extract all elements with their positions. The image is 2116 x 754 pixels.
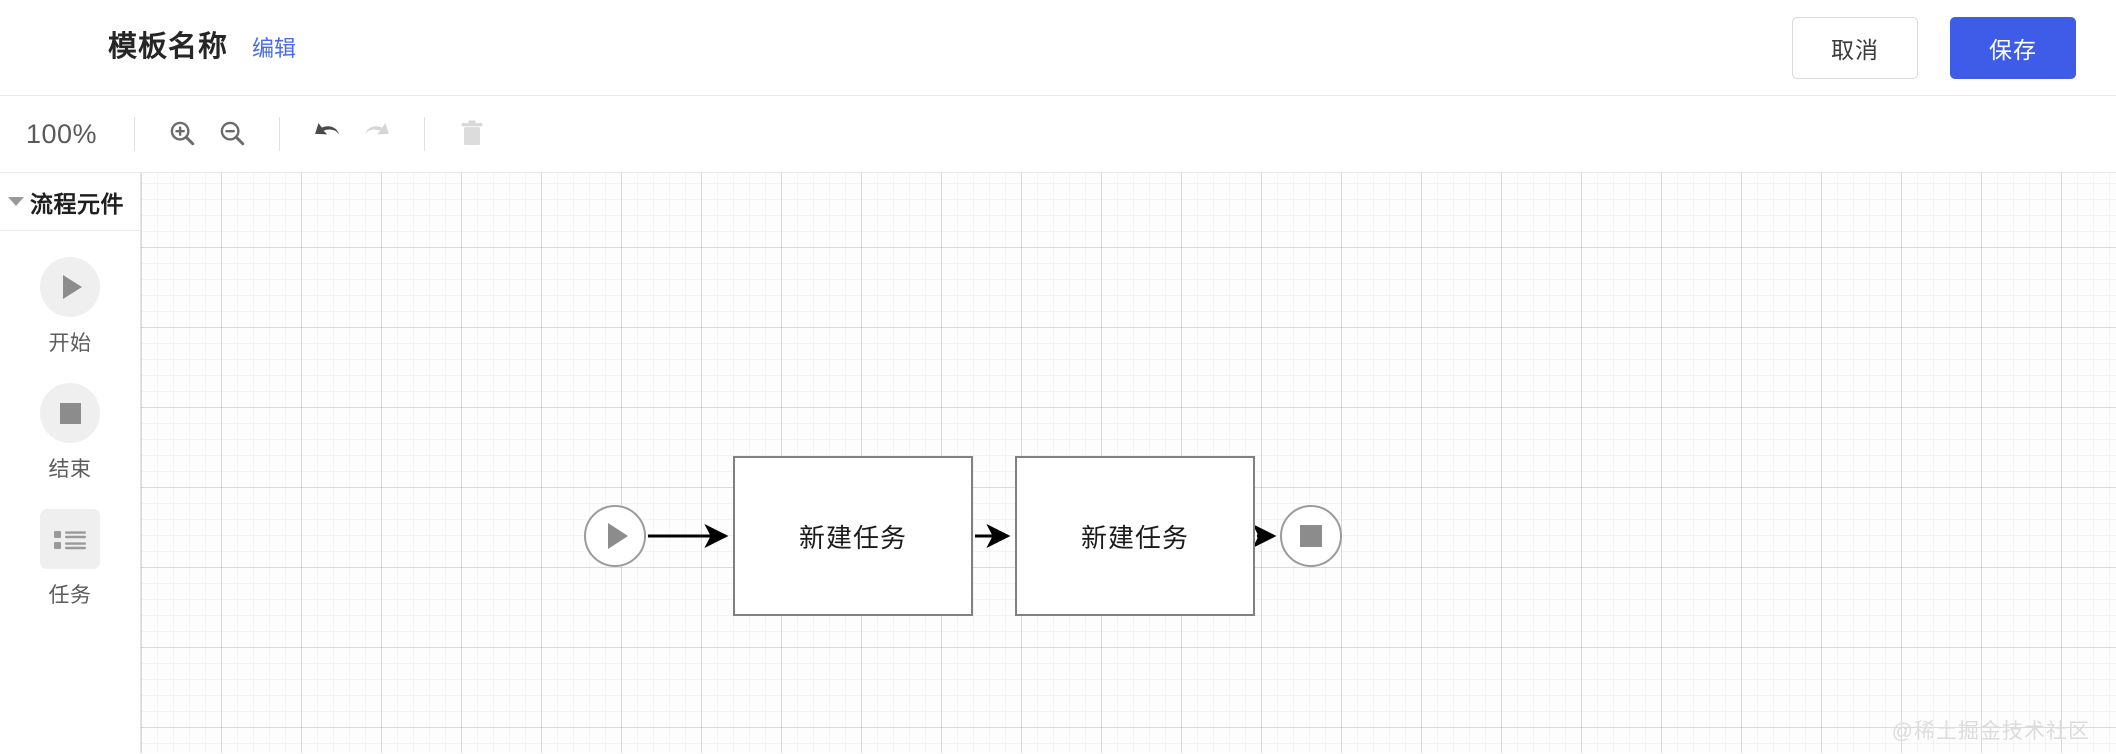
redo-icon <box>360 116 394 153</box>
task-list-icon <box>40 509 100 569</box>
canvas-node-task-1[interactable]: 新建任务 <box>733 456 973 616</box>
palette-item-label: 任务 <box>48 584 92 607</box>
edit-template-link[interactable]: 编辑 <box>252 36 297 61</box>
palette-item-start[interactable]: 开始 <box>0 257 140 357</box>
palette-item-task[interactable]: 任务 <box>0 509 140 609</box>
node-label: 新建任务 <box>798 522 907 553</box>
editor-toolbar: 100% <box>0 96 2116 173</box>
undo-icon <box>310 116 344 153</box>
toolbar-divider <box>279 117 280 151</box>
zoom-out-button[interactable] <box>207 109 257 159</box>
node-label: 新建任务 <box>1080 522 1189 553</box>
trash-icon <box>456 117 488 152</box>
page-title: 模板名称 <box>108 31 229 63</box>
zoom-out-icon <box>217 118 247 151</box>
sidebar-section-header[interactable]: 流程元件 <box>0 173 140 231</box>
delete-button[interactable] <box>447 109 497 159</box>
zoom-in-button[interactable] <box>157 109 207 159</box>
play-triangle-icon <box>608 523 628 549</box>
toolbar-divider <box>134 117 135 151</box>
undo-button[interactable] <box>302 109 352 159</box>
palette-item-label: 开始 <box>48 332 92 355</box>
redo-button[interactable] <box>352 109 402 159</box>
header-title-group: 模板名称 编辑 <box>108 33 296 62</box>
app-header: 模板名称 编辑 取消 保存 <box>0 0 2116 96</box>
palette-list: 开始 结束 <box>0 231 140 609</box>
editor-body: 流程元件 开始 结束 <box>0 173 2116 753</box>
zoom-in-icon <box>167 118 197 151</box>
stop-square-icon <box>1300 525 1322 547</box>
cancel-button[interactable]: 取消 <box>1792 16 1918 79</box>
chevron-down-icon[interactable] <box>8 197 24 206</box>
canvas-node-task-2[interactable]: 新建任务 <box>1015 456 1255 616</box>
flow-canvas[interactable]: 新建任务 新建任务 @稀土掘金技术社区 <box>141 173 2116 753</box>
sidebar-section-title: 流程元件 <box>30 190 124 217</box>
elements-sidebar: 流程元件 开始 结束 <box>0 173 141 753</box>
save-button[interactable]: 保存 <box>1950 16 2076 79</box>
zoom-level-label: 100% <box>26 118 98 149</box>
canvas-node-end[interactable] <box>1280 505 1342 567</box>
canvas-node-start[interactable] <box>584 505 646 567</box>
end-stop-icon <box>40 383 100 443</box>
watermark: @稀土掘金技术社区 <box>1891 720 2090 743</box>
start-play-icon <box>40 257 100 317</box>
toolbar-divider <box>424 117 425 151</box>
palette-item-label: 结束 <box>48 458 92 481</box>
palette-item-end[interactable]: 结束 <box>0 383 140 483</box>
header-actions: 取消 保存 <box>1792 16 2076 79</box>
